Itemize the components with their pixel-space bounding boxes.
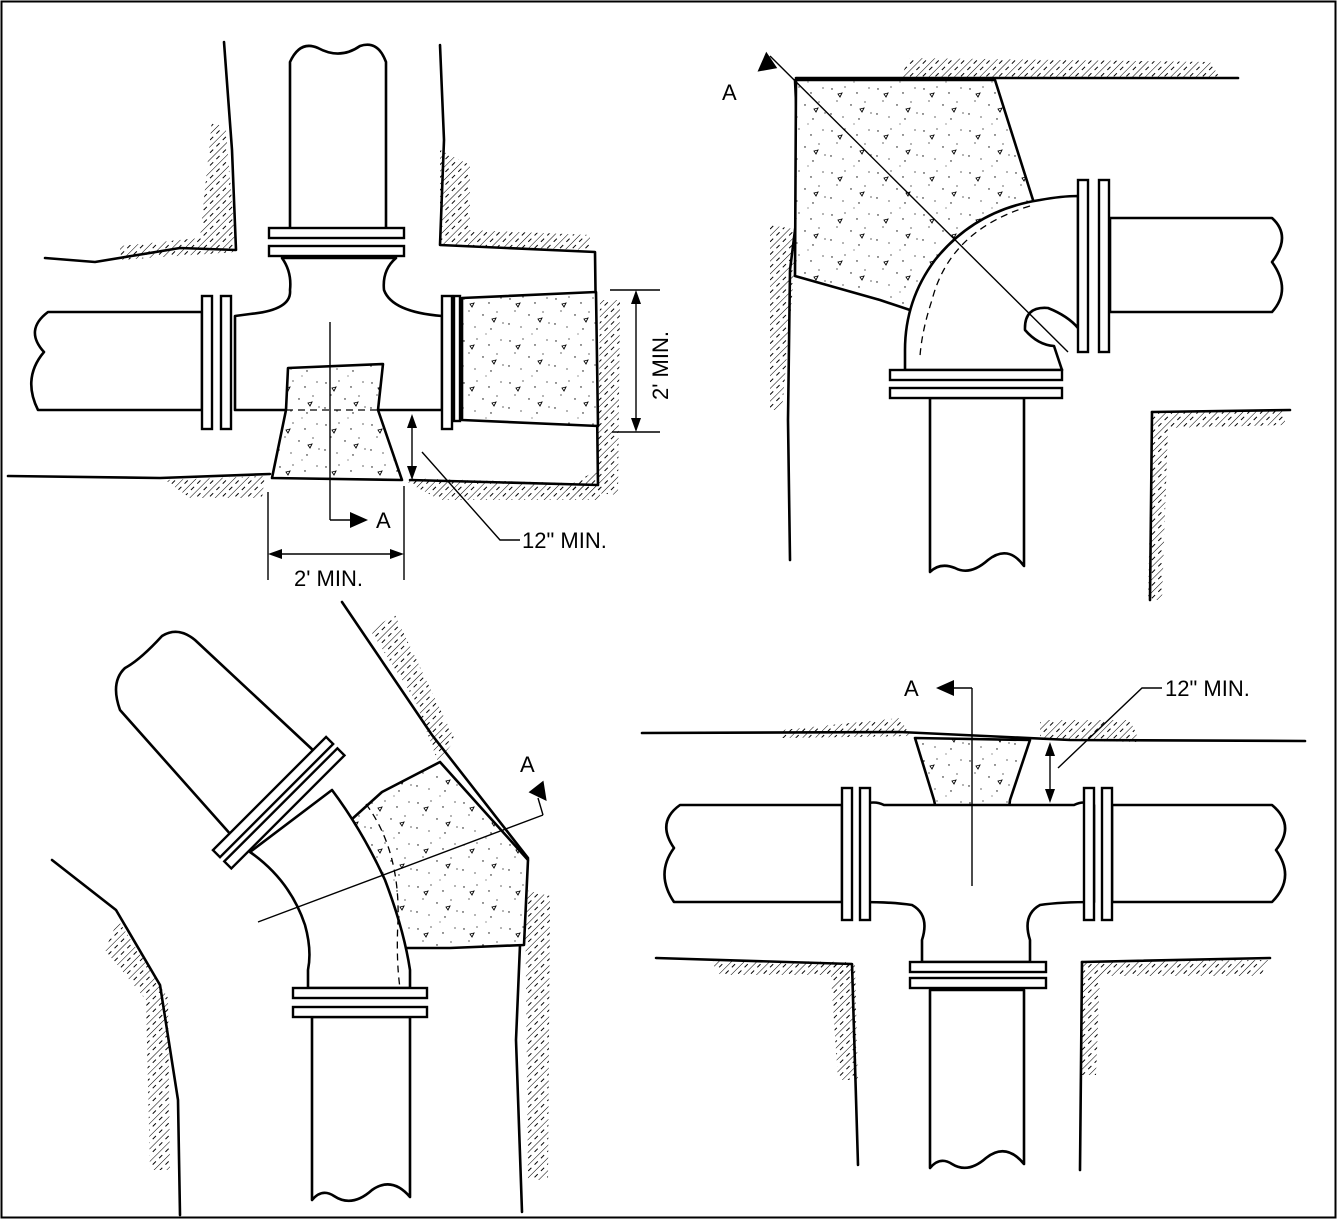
centerline [919, 205, 1031, 357]
earth-hatch [440, 150, 590, 250]
flange [1076, 178, 1090, 354]
flange [267, 244, 406, 258]
section-line [537, 797, 544, 816]
trench-wall [43, 40, 238, 264]
tee-fitting [860, 801, 1096, 964]
flange [840, 786, 854, 922]
dimension-arrow [631, 418, 641, 432]
pipe [1110, 803, 1287, 904]
earth-hatch [770, 225, 800, 410]
earth-hatch [782, 718, 910, 738]
thrust-block [460, 290, 600, 428]
earth-hatch [370, 615, 455, 762]
flange [267, 226, 406, 240]
pipe [114, 630, 317, 838]
section-label: A [520, 752, 535, 777]
trench-wall [1150, 408, 1292, 414]
earth-hatch [900, 58, 1220, 78]
flange [908, 960, 1048, 974]
section-arrow [350, 512, 368, 528]
trench-wall [408, 43, 600, 487]
pipe [928, 396, 1026, 574]
dimension-arrow [1045, 789, 1055, 803]
bend-fitting [903, 194, 1080, 372]
dimension-arrow [407, 414, 417, 428]
section-arrow [757, 51, 778, 72]
flange [440, 294, 454, 431]
pipe [663, 803, 844, 904]
dimension-label: 2' MIN. [294, 566, 363, 591]
section-line [769, 55, 1069, 353]
section-line [257, 814, 544, 923]
earth-hatch [120, 120, 236, 260]
bend-90-view: A [722, 51, 1292, 602]
flange [211, 735, 335, 859]
flange [908, 976, 1048, 990]
earth-hatch [830, 962, 858, 1080]
section-label: A [722, 80, 737, 105]
dimension-label: 12" MIN. [522, 528, 607, 553]
earth-hatch [105, 920, 170, 1170]
dimension-arrow [631, 290, 641, 304]
tee-plan-view: A 2' MIN. 2' MIN. 12" MIN. [6, 40, 673, 591]
bend-fitting [248, 788, 412, 990]
leader-line [421, 451, 520, 541]
trench-wall [1080, 956, 1272, 964]
earth-hatch [1148, 410, 1285, 600]
flange [888, 386, 1064, 400]
pipe [310, 1015, 412, 1203]
dimension-arrow [268, 549, 282, 559]
earth-hatch [525, 890, 550, 1180]
pipe [288, 43, 388, 232]
earth-hatch [1080, 960, 1270, 1075]
dimension-arrow [407, 466, 417, 480]
flange [858, 786, 872, 922]
dimension-arrow [1045, 742, 1055, 756]
pipe [29, 310, 204, 412]
earth-hatch [1040, 720, 1140, 742]
flange [888, 368, 1064, 382]
flange [291, 986, 429, 1000]
bend-45-view: A [50, 600, 550, 1217]
flange [1100, 786, 1114, 922]
centerline [365, 803, 401, 989]
dimension-label: 12" MIN. [1165, 676, 1250, 701]
trench-wall [654, 956, 860, 1167]
trench-wall [6, 472, 272, 480]
trench-wall [1078, 960, 1084, 1172]
trench-wall [1148, 410, 1154, 602]
pipe [928, 988, 1026, 1170]
section-label: A [904, 676, 919, 701]
tee-profile-view: A 12" MIN. [640, 676, 1307, 1172]
leader-line [1057, 687, 1162, 769]
trench-wall [50, 858, 182, 1217]
flange [219, 294, 233, 431]
flange [222, 746, 347, 871]
flange [1082, 786, 1096, 922]
dimension-label: 2' MIN. [648, 331, 673, 400]
dimension-arrow [390, 549, 404, 559]
flange [452, 294, 462, 423]
section-arrow [936, 680, 954, 696]
pipe [1108, 216, 1284, 314]
flange [1097, 178, 1111, 354]
earth-hatch [165, 476, 265, 498]
trench-wall [640, 730, 1307, 743]
section-label: A [376, 508, 391, 533]
flange [291, 1005, 429, 1019]
flange [200, 294, 214, 431]
earth-hatch [560, 300, 620, 495]
section-arrow [528, 780, 547, 801]
